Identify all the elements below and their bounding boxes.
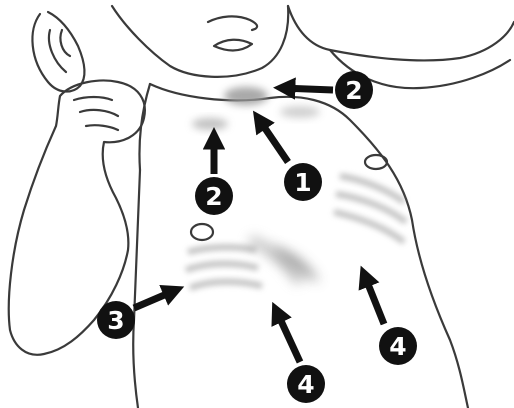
arrow-up-left-icon	[364, 274, 384, 324]
intercostal-shade-right	[334, 176, 406, 242]
raised-arm	[288, 6, 514, 60]
left-nipple	[191, 224, 213, 240]
marker-number: 3	[107, 306, 124, 335]
arrow-left-icon	[282, 88, 333, 90]
intercostal-shade-left	[186, 247, 262, 288]
arrow-up-left-icon	[276, 310, 300, 362]
marker-2-1: 2	[282, 71, 373, 109]
marker-number: 4	[389, 332, 406, 361]
right-nipple	[365, 155, 387, 169]
marker-number: 2	[205, 182, 222, 211]
ear	[32, 12, 84, 92]
marker-1-0: 1	[258, 118, 322, 201]
marker-number: 1	[294, 168, 311, 197]
marker-4-4: 4	[364, 274, 417, 365]
mouth	[214, 40, 252, 51]
face	[112, 6, 288, 77]
suprasternal-shade	[224, 87, 268, 105]
chest-contour	[150, 84, 468, 408]
markers: 1 2 2 3 4 4	[97, 71, 417, 403]
marker-4-5: 4	[276, 310, 325, 403]
marker-2-2: 2	[195, 136, 233, 215]
arrow-up-left-icon	[258, 118, 288, 162]
body-outline	[9, 6, 514, 408]
arrow-up-right-icon	[134, 290, 176, 308]
marker-number: 2	[345, 76, 362, 105]
marker-number: 4	[297, 370, 314, 399]
